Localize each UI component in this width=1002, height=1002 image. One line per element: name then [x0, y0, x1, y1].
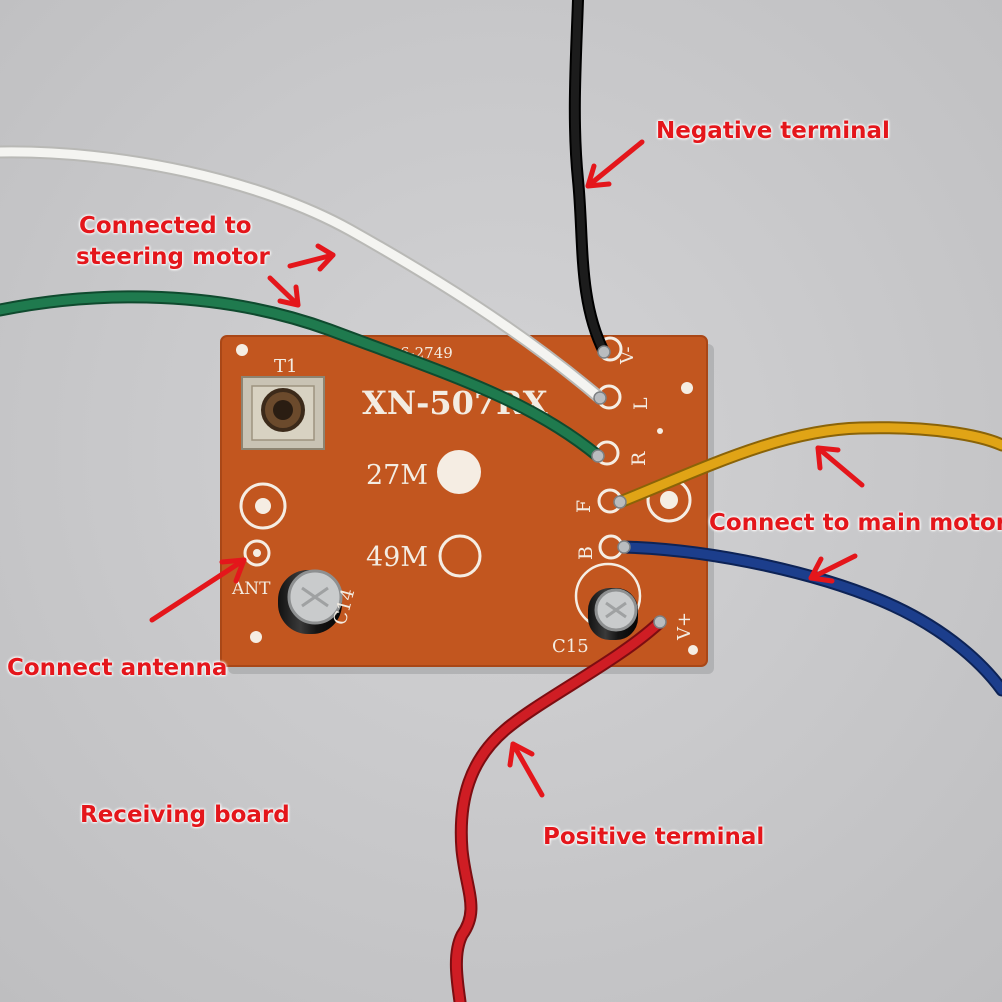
- large-pad: [239, 482, 287, 530]
- arrow-steering-white-icon: [287, 243, 336, 272]
- mount-hole: [681, 382, 693, 394]
- pin-label-v-plus: V+: [674, 612, 695, 641]
- label-steering-line2: steering motor: [76, 244, 270, 270]
- label-steering-line1: Connected to: [79, 213, 252, 239]
- antenna-pad-hole: [253, 549, 261, 557]
- receiver-board: T1 6-2749 XN-507RX 27M 49M ANT C14 C1: [220, 335, 714, 674]
- wire-white: [0, 147, 605, 403]
- freq-27m-label: 27M: [366, 460, 428, 491]
- wire-green: [0, 292, 603, 461]
- pin-label-v-minus: V-: [617, 347, 638, 365]
- wire-red: [451, 617, 665, 1002]
- pin-label-b: B: [575, 546, 597, 560]
- tiny-via: [657, 428, 663, 434]
- mount-hole: [236, 344, 248, 356]
- label-connect-antenna: Connect antenna: [7, 655, 228, 681]
- arrow-antenna-icon: [149, 557, 247, 623]
- label-positive-terminal: Positive terminal: [543, 824, 765, 850]
- c14-capacitor: [278, 569, 343, 634]
- arrow-main-blue-icon: [808, 553, 858, 584]
- ant-label: ANT: [231, 579, 271, 599]
- mount-hole: [688, 645, 698, 655]
- solder-joints: [591, 345, 667, 629]
- arrow-negative-icon: [585, 139, 645, 189]
- wire-blue: [619, 542, 1002, 695]
- wire-yellow: [615, 423, 1002, 507]
- large-pad-hole: [255, 498, 271, 514]
- label-main-motor: Connect to main motor: [709, 510, 1002, 536]
- pin-label-r: R: [628, 451, 650, 466]
- antenna-pad: [243, 539, 271, 567]
- freq-49m-label: 49M: [366, 542, 428, 573]
- t1-coil: [241, 376, 325, 450]
- mount-hole: [250, 631, 262, 643]
- label-receiving-board: Receiving board: [80, 802, 290, 828]
- annotation-arrows: [149, 139, 865, 798]
- wire-black-core: [570, 0, 608, 356]
- label-negative-terminal: Negative terminal: [656, 118, 890, 144]
- freq-49m-ring: [438, 534, 482, 578]
- c15-capacitor: [574, 562, 642, 640]
- arrow-main-yellow-icon: [815, 445, 865, 488]
- pin-label-l: L: [630, 397, 652, 410]
- unused-pad-hole: [660, 491, 678, 509]
- arrow-positive-icon: [507, 741, 545, 798]
- pin-label-f: F: [573, 500, 595, 513]
- freq-27m-dot: [437, 450, 481, 494]
- c15-label: C15: [552, 636, 589, 657]
- arrow-steering-green-icon: [267, 275, 301, 308]
- board-body: [220, 335, 708, 667]
- t1-label: T1: [274, 356, 297, 377]
